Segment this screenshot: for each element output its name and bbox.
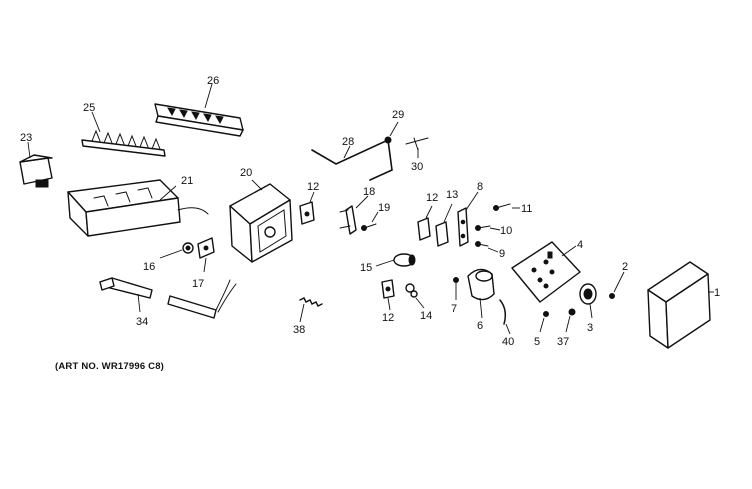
part-16-gear: [159, 242, 194, 259]
callout-9: 9: [499, 248, 505, 260]
part-17-bracket: [197, 237, 215, 273]
part-6-motor: [467, 268, 495, 319]
part-12-clip-c: [417, 205, 433, 241]
part-26-ejector-bar: [154, 83, 244, 137]
callout-16: 16: [143, 261, 155, 273]
callout-1: 1: [714, 287, 720, 299]
callout-11: 11: [521, 203, 532, 215]
callout-12-upper: 12: [307, 181, 319, 193]
part-12-clip-a: [299, 191, 315, 225]
part-14-fitting: [405, 283, 425, 309]
callout-labels: 1 2 3 4 5 6 7 8 9 10 11 12 12 12 13 14 1…: [20, 75, 720, 348]
callout-13: 13: [446, 189, 458, 201]
callout-21: 21: [181, 175, 193, 187]
callout-12-right: 12: [426, 192, 438, 204]
part-20-cover: [229, 179, 293, 263]
part-30-pin: [405, 137, 429, 158]
part-37-washer: [565, 308, 576, 333]
callout-30: 30: [411, 161, 423, 173]
part-25-comb-strip: [81, 111, 166, 157]
part-23-switch: [19, 141, 53, 188]
callout-6: 6: [477, 320, 483, 332]
callout-4: 4: [577, 239, 583, 251]
part-29-spring: [384, 121, 399, 144]
part-38-spring: [299, 297, 323, 323]
callout-19: 19: [378, 202, 390, 214]
part-8-bracket: [457, 191, 479, 247]
callout-28: 28: [342, 136, 354, 148]
part-19-screw: [361, 211, 379, 231]
callout-26: 26: [207, 75, 219, 87]
callout-38: 38: [293, 324, 305, 336]
callout-2: 2: [622, 261, 628, 273]
part-12-clip-b: [381, 279, 395, 311]
callout-3: 3: [587, 322, 593, 334]
part-34-fill-tube: [99, 277, 153, 313]
callout-20: 20: [240, 167, 252, 179]
callout-7: 7: [451, 303, 457, 315]
art-number-caption: (ART NO. WR17996 C8): [55, 361, 165, 372]
part-1-module-cover: [647, 261, 714, 349]
callout-8: 8: [477, 181, 483, 193]
callout-14: 14: [420, 310, 432, 322]
part-40-clip: [499, 299, 511, 335]
part-15-thermostat: [375, 253, 416, 267]
part-3-gear: [579, 283, 597, 319]
part-4-mounting-plate: [511, 241, 581, 303]
callout-40: 40: [502, 336, 514, 348]
part-11-screw: [493, 203, 520, 211]
part-10-screw: [475, 225, 501, 231]
part-7-pin: [453, 277, 459, 300]
callout-37: 37: [557, 336, 569, 348]
part-21-ice-mold: [67, 179, 209, 237]
callout-23: 23: [20, 132, 32, 144]
callout-12-middle: 12: [382, 312, 394, 324]
callout-29: 29: [392, 109, 404, 121]
callout-25: 25: [83, 102, 95, 114]
part-18-lever: [339, 195, 369, 235]
part-9-screw: [475, 241, 499, 253]
part-wire-harness: [167, 279, 237, 319]
callout-18: 18: [363, 186, 375, 198]
part-2-screw: [609, 271, 625, 299]
callout-15: 15: [360, 262, 372, 274]
callout-10: 10: [500, 225, 512, 237]
callout-34: 34: [136, 316, 148, 328]
part-13-switch-lever: [435, 203, 453, 247]
callout-5: 5: [534, 336, 540, 348]
callout-17: 17: [192, 278, 204, 290]
part-5-screw: [539, 311, 549, 333]
